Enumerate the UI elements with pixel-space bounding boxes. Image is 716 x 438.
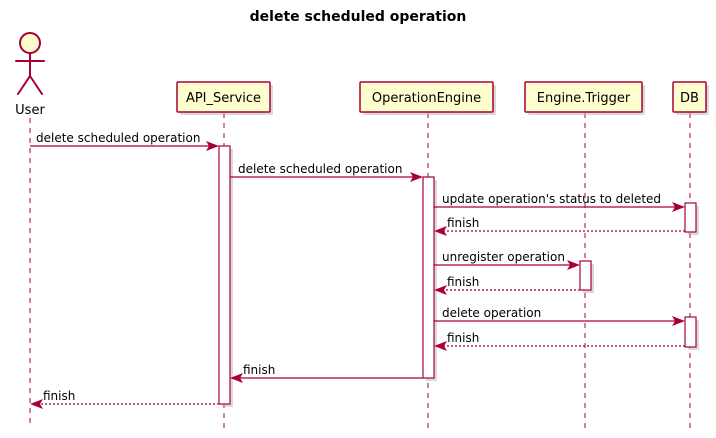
arrowhead-icon [672, 202, 685, 212]
message-3-label: update operation's status to deleted [442, 192, 661, 206]
participant-box[interactable] [359, 81, 494, 113]
arrowhead-icon [410, 172, 423, 182]
message-2-label: delete scheduled operation [238, 162, 402, 176]
arrowhead-icon [434, 341, 447, 351]
arrowhead-icon [434, 285, 447, 295]
message-4[interactable]: finish [434, 216, 685, 236]
activation-operation-engine [422, 176, 435, 379]
participant-operation-engine[interactable]: OperationEngine [359, 81, 496, 115]
message-5-label: unregister operation [442, 250, 565, 264]
message-10[interactable]: finish [30, 389, 219, 409]
activation-api-service [218, 145, 231, 405]
arrowhead-icon [434, 226, 447, 236]
activation-engine-trigger [579, 260, 592, 291]
message-4-label: finish [447, 216, 479, 230]
participant-box[interactable] [524, 81, 643, 113]
message-2[interactable]: delete scheduled operation [230, 162, 423, 182]
message-7-label: delete operation [442, 306, 541, 320]
arrowhead-icon [672, 316, 685, 326]
participant-api-service-label: API_Service [186, 91, 261, 106]
actor-user-label: User [15, 103, 45, 118]
message-1-label: delete scheduled operation [36, 131, 200, 145]
message-5[interactable]: unregister operation [434, 250, 580, 270]
message-3[interactable]: update operation's status to deleted [434, 192, 685, 212]
message-7[interactable]: delete operation [434, 306, 685, 326]
participant-db[interactable]: DB [672, 81, 709, 115]
message-6-label: finish [447, 275, 479, 289]
arrowhead-icon [30, 399, 43, 409]
actor-leg-right-icon [29, 75, 43, 95]
arrowhead-icon [230, 373, 243, 383]
message-6[interactable]: finish [434, 275, 580, 295]
diagram-title: delete scheduled operation [250, 9, 467, 25]
message-9-label: finish [243, 363, 275, 377]
participant-box[interactable] [176, 81, 271, 113]
actor-head-icon [19, 32, 41, 54]
actor-leg-left-icon [17, 75, 31, 95]
participant-engine-trigger-label: Engine.Trigger [537, 91, 631, 106]
arrowhead-icon [206, 141, 219, 151]
activation-bars [218, 145, 699, 407]
participant-db-label: DB [680, 91, 699, 106]
message-9[interactable]: finish [230, 363, 423, 383]
arrowhead-icon [567, 260, 580, 270]
activation-db-2 [684, 316, 697, 348]
message-10-label: finish [43, 389, 75, 403]
activation-db-1 [684, 202, 697, 233]
participant-box[interactable] [672, 81, 707, 113]
message-8-label: finish [447, 331, 479, 345]
message-1[interactable]: delete scheduled operation [30, 131, 219, 151]
actor-user[interactable]: User [15, 32, 45, 118]
participant-operation-engine-label: OperationEngine [372, 91, 481, 106]
participant-api-service[interactable]: API_Service [176, 81, 273, 115]
participant-engine-trigger[interactable]: Engine.Trigger [524, 81, 645, 115]
message-8[interactable]: finish [434, 331, 685, 351]
